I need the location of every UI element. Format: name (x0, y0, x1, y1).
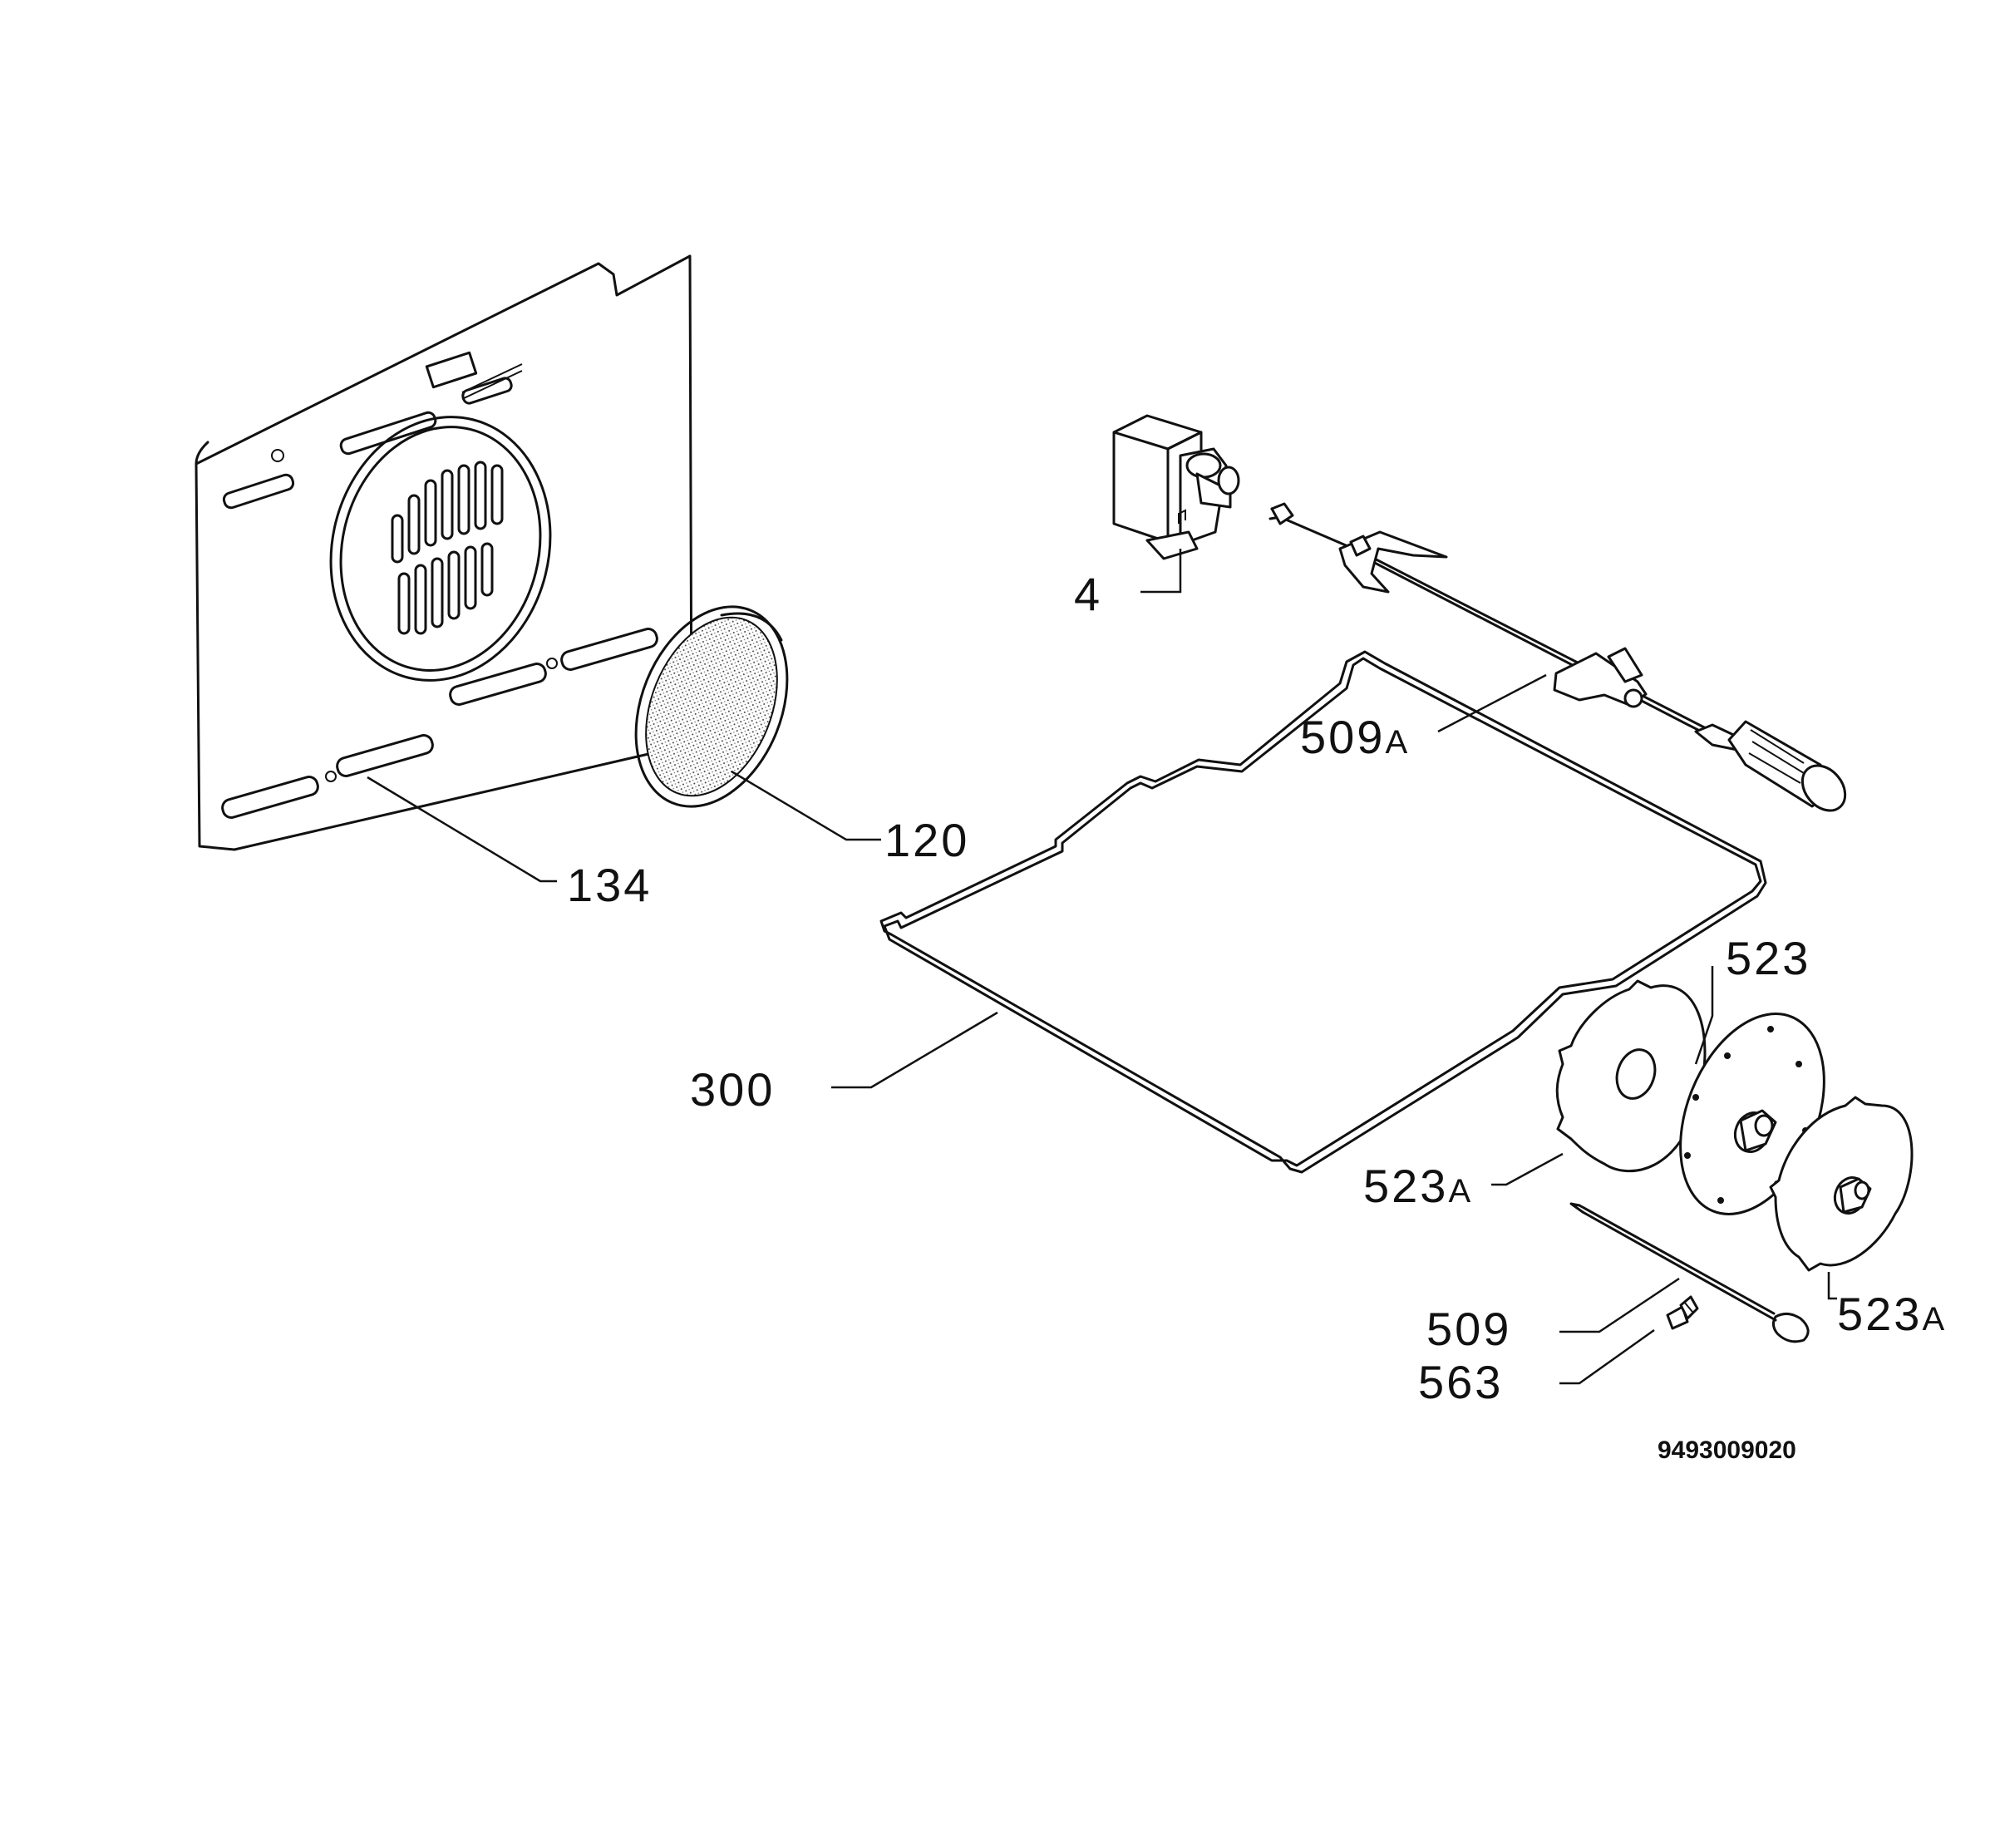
callout-300: 300 (690, 1063, 775, 1116)
callout-523a-right: 523A (1837, 1288, 1947, 1340)
skewer-509 (1569, 1202, 1810, 1343)
spit-disc-523a-left (1555, 979, 1707, 1173)
document-code: 9493009020 (1658, 1437, 1796, 1464)
spit-motor-4 (1112, 414, 1240, 560)
wire-shelf-300 (879, 650, 1767, 1174)
callout-134: 134 (567, 859, 652, 911)
callout-509: 509 (1426, 1303, 1511, 1355)
leader-lines (367, 549, 1837, 1385)
lamp-glass-120 (634, 605, 789, 808)
callout-labels: 134 120 4 509A 300 523 523A 523A 509 563… (567, 568, 1947, 1464)
screw-563 (1666, 1295, 1699, 1330)
grille-vents (391, 461, 504, 635)
spit-disc-523a-right (1769, 1096, 1914, 1272)
callout-509a: 509A (1300, 711, 1410, 763)
callout-120: 120 (884, 814, 969, 866)
callout-523: 523 (1726, 932, 1810, 984)
spit-rod-assembly-509a (1268, 502, 1847, 812)
callout-563: 563 (1418, 1356, 1503, 1408)
callout-4: 4 (1074, 568, 1102, 620)
callout-523a-left: 523A (1363, 1160, 1473, 1212)
rear-panel-134 (195, 254, 693, 851)
